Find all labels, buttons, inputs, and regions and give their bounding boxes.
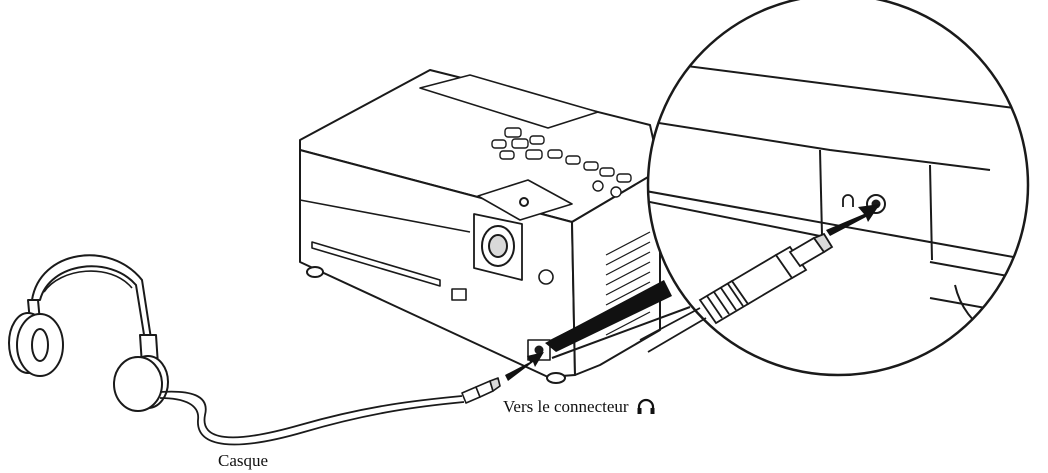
callout-plug: [639, 232, 834, 353]
control-buttons: [491, 127, 632, 198]
disc-slot: [311, 241, 441, 287]
cover-knob: [519, 197, 529, 207]
right-earcup: [113, 356, 163, 412]
left-earcup-pad: [31, 328, 49, 362]
headphones: [8, 254, 501, 446]
zoom-wedge: [545, 280, 672, 352]
callout-headphone-symbol: [842, 194, 854, 207]
headphone-plug: [461, 377, 501, 404]
headphone-jack: [534, 345, 544, 355]
headphones-label: Casque: [218, 451, 269, 470]
front-button: [538, 269, 554, 285]
front-seam: [299, 199, 471, 233]
headband-inner: [43, 270, 133, 293]
connector-label-text: Vers le connecteur: [503, 397, 629, 416]
plug-arrow: [505, 352, 544, 381]
lens-inner: [488, 234, 508, 258]
foot-right: [546, 372, 566, 384]
callout-magnifier: [639, 0, 1030, 377]
headphone-cable-2: [159, 397, 465, 446]
connector-label: Vers le connecteur: [503, 398, 655, 415]
headphones-icon: [637, 398, 655, 414]
callout-arrow: [826, 204, 880, 236]
top-panel: [419, 74, 599, 129]
projector: [299, 69, 661, 384]
headphone-cable: [159, 390, 463, 439]
foot-left: [306, 266, 324, 278]
eject-button: [451, 288, 467, 301]
